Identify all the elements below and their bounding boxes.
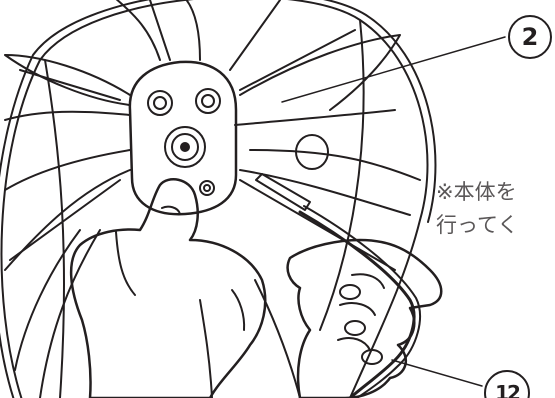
leader-line-2 (281, 36, 506, 103)
right-hand (286, 238, 443, 398)
caution-note: ※本体を 行ってく (436, 176, 555, 242)
fan-blade-bottom (199, 279, 301, 398)
fan-blade-top-right (234, 34, 401, 126)
fan-blade-top (115, 0, 201, 61)
fan-guard-outer-ring (0, 0, 429, 398)
caution-note-line-1: ※本体を (436, 180, 517, 204)
rear-hub-circle (295, 134, 329, 170)
hub-plate (128, 60, 238, 216)
fan-blade-bottom-left (14, 229, 101, 398)
small-screw (199, 180, 215, 196)
fan-blade-left (4, 149, 131, 271)
part-number-2-callout: 2 (508, 15, 552, 59)
hub-nut-right (195, 88, 221, 114)
power-cord (298, 210, 416, 398)
caution-note-line-2: 行ってく (436, 213, 519, 237)
part-number-12: 12 (495, 381, 521, 398)
leader-line-12 (391, 359, 483, 387)
shaft-slot (255, 173, 311, 211)
fan-blade-top-left (4, 54, 131, 121)
hub-nut-left (147, 90, 173, 116)
fan-blade-right (239, 149, 421, 216)
left-hand (69, 178, 267, 398)
part-number-2: 2 (521, 23, 539, 51)
center-knob (164, 126, 206, 168)
